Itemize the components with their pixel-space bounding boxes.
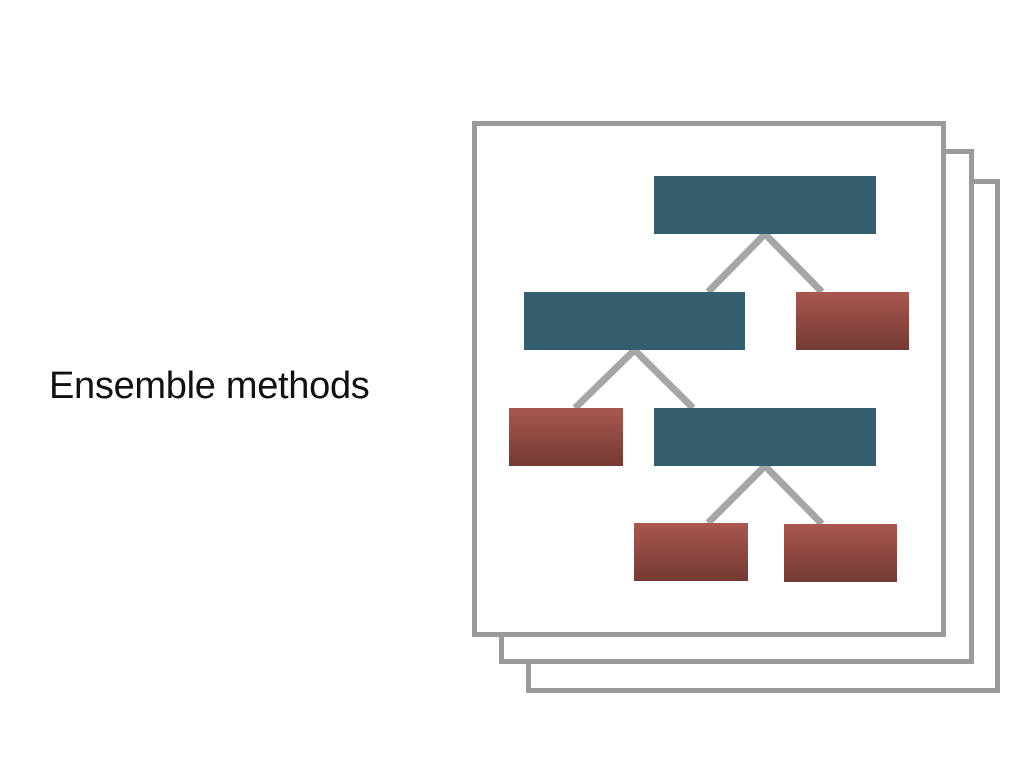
- tree-edges: [572, 231, 825, 527]
- leaf-node-leaf-n1-left: [509, 408, 623, 466]
- tree-edge-n2-to-leaf-n2-right: [762, 463, 825, 527]
- decision-node-n2: [654, 408, 876, 466]
- slide-title: Ensemble methods: [49, 365, 370, 407]
- tree-edge-n1-to-leaf-n1-left: [572, 347, 637, 411]
- tree-edge-root-to-leaf-root-right: [762, 231, 825, 295]
- tree-edge-n1-to-n2: [632, 347, 696, 411]
- leaf-node-leaf-root-right: [796, 292, 909, 350]
- tree-nodes: [509, 176, 909, 582]
- leaf-node-leaf-n2-left: [634, 523, 748, 581]
- decision-node-n1: [524, 292, 745, 350]
- tree-edge-root-to-n1: [705, 231, 768, 295]
- tree-edge-n2-to-leaf-n2-left: [705, 463, 768, 526]
- decision-node-root: [654, 176, 876, 234]
- leaf-node-leaf-n2-right: [784, 524, 897, 582]
